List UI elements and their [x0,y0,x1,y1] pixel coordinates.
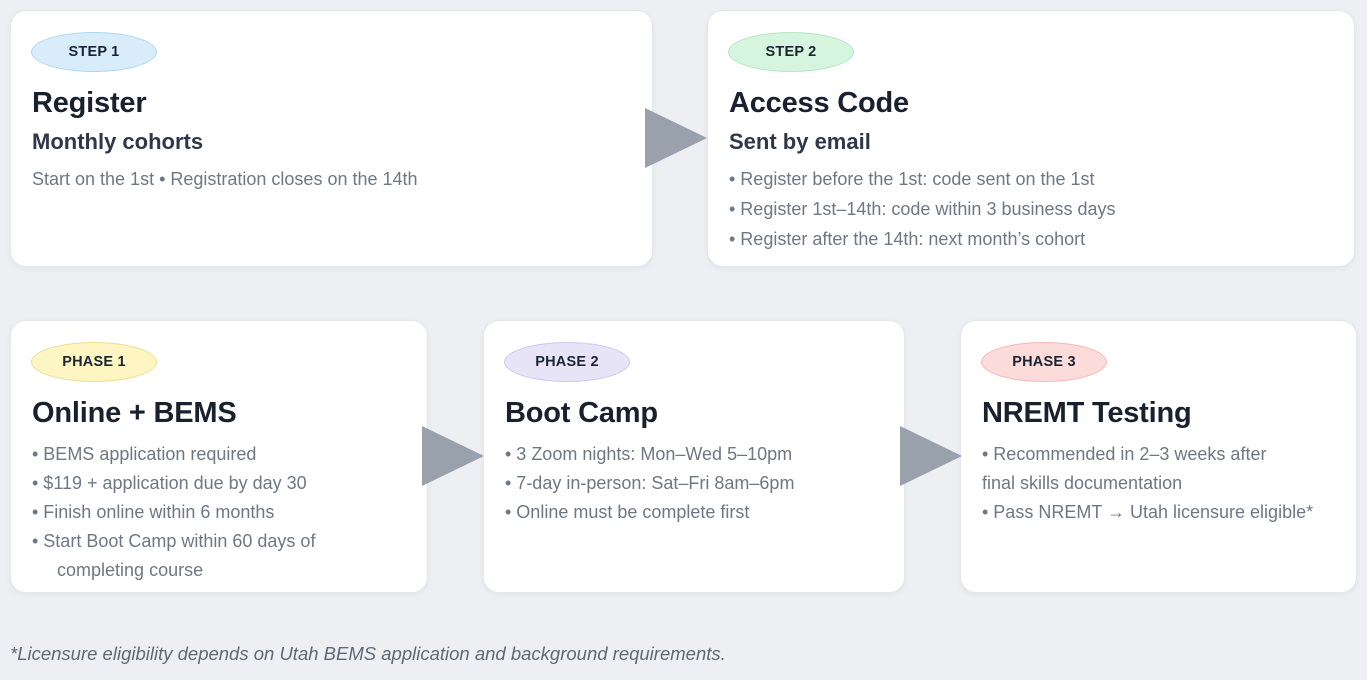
bullet-item: • Register 1st–14th: code within 3 busin… [729,198,1116,219]
bullet-item: • Register before the 1st: code sent on … [729,168,1095,189]
bullet-item: • Pass NREMT → Utah licensure eligible* [982,501,1314,522]
phase-3-bullet-list: • Recommended in 2–3 weeks after final s… [982,440,1334,527]
phase-3-badge: PHASE 3 [981,342,1107,382]
bullet-item: • Recommended in 2–3 weeks after final s… [982,443,1267,493]
step-1-title: Register [32,87,147,119]
step-2-badge: STEP 2 [728,32,854,72]
phase-2-title: Boot Camp [505,397,658,429]
phase-1-bullet-list: • BEMS application required • $119 + app… [32,440,405,585]
phase-1-badge: PHASE 1 [31,342,157,382]
steps-row: STEP 1 Register Monthly cohorts Start on… [10,10,1357,267]
step-1-note: Start on the 1st • Registration closes o… [32,168,418,189]
licensure-footnote: *Licensure eligibility depends on Utah B… [10,643,726,664]
bullet-item: • $119 + application due by day 30 [32,472,307,493]
arrow-right-icon [645,108,707,168]
card-step-1: STEP 1 Register Monthly cohorts Start on… [10,10,653,267]
step-1-badge: STEP 1 [31,32,157,72]
card-phase-2: PHASE 2 Boot Camp • 3 Zoom nights: Mon–W… [483,320,905,593]
card-phase-1: PHASE 1 Online + BEMS • BEMS application… [10,320,428,593]
phase-2-bullet-list: • 3 Zoom nights: Mon–Wed 5–10pm • 7-day … [505,440,882,527]
step-2-subtitle: Sent by email [729,128,871,154]
phases-row: PHASE 1 Online + BEMS • BEMS application… [10,320,1357,593]
card-step-2: STEP 2 Access Code Sent by email • Regis… [707,10,1355,267]
bullet-item: • Online must be complete first [505,501,750,522]
bullet-item: • Finish online within 6 months [32,501,275,522]
bullet-item: • Register after the 14th: next month’s … [729,228,1086,249]
bullet-item: • 3 Zoom nights: Mon–Wed 5–10pm [505,443,793,464]
arrow-right-icon [900,426,962,486]
phase-2-badge: PHASE 2 [504,342,630,382]
bullet-item: • Start Boot Camp within 60 days of comp… [32,530,316,580]
phase-1-title: Online + BEMS [32,397,237,429]
step-1-subtitle: Monthly cohorts [32,128,204,154]
arrow-right-icon [422,426,484,486]
step-2-bullet-list: • Register before the 1st: code sent on … [729,164,1332,254]
phase-3-title: NREMT Testing [982,397,1192,429]
bullet-item: • 7-day in-person: Sat–Fri 8am–6pm [505,472,795,493]
bullet-item: • BEMS application required [32,443,257,464]
step-2-title: Access Code [729,87,909,119]
card-phase-3: PHASE 3 NREMT Testing • Recommended in 2… [960,320,1357,593]
